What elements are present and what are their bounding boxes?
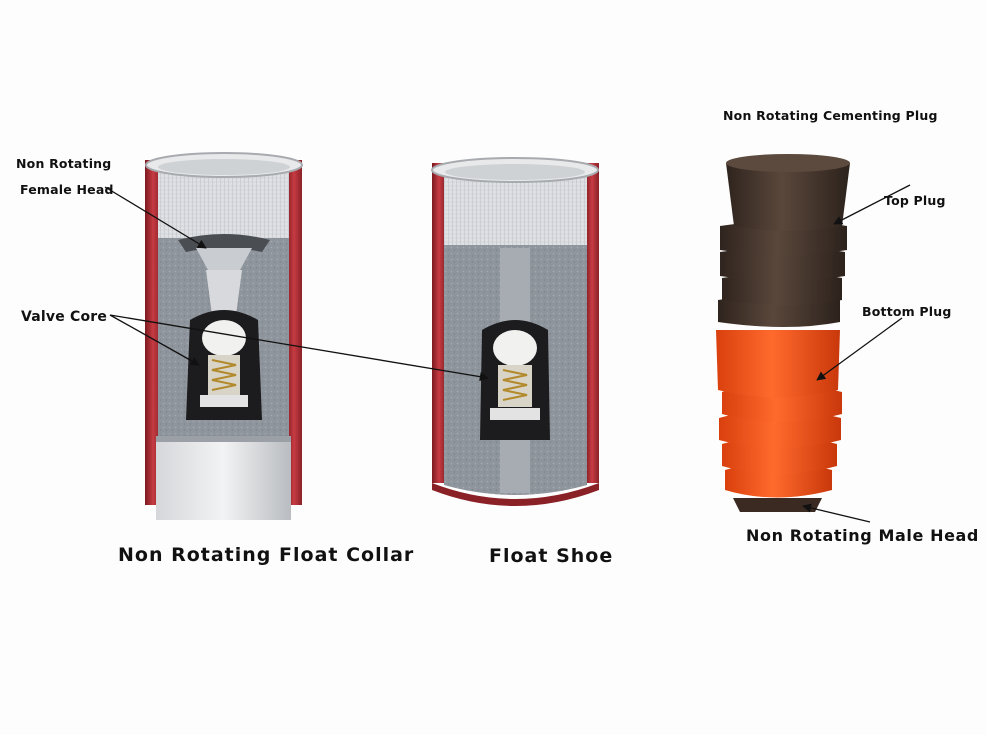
label-male-head: Non Rotating Male Head — [746, 526, 979, 545]
float-collar-figure — [145, 153, 302, 520]
caption-float-collar: Non Rotating Float Collar — [118, 544, 414, 566]
label-top-plug: Top Plug — [884, 193, 946, 208]
label-bottom-plug: Bottom Plug — [862, 304, 952, 319]
label-female-head: Female Head — [20, 182, 114, 197]
label-plug-title: Non Rotating Cementing Plug — [723, 108, 938, 123]
caption-float-shoe: Float Shoe — [489, 545, 613, 567]
label-non-rotating: Non Rotating — [16, 156, 111, 171]
cementing-plug-figure — [716, 154, 850, 512]
float-shoe-figure — [432, 158, 599, 506]
label-valve-core: Valve Core — [21, 309, 107, 325]
